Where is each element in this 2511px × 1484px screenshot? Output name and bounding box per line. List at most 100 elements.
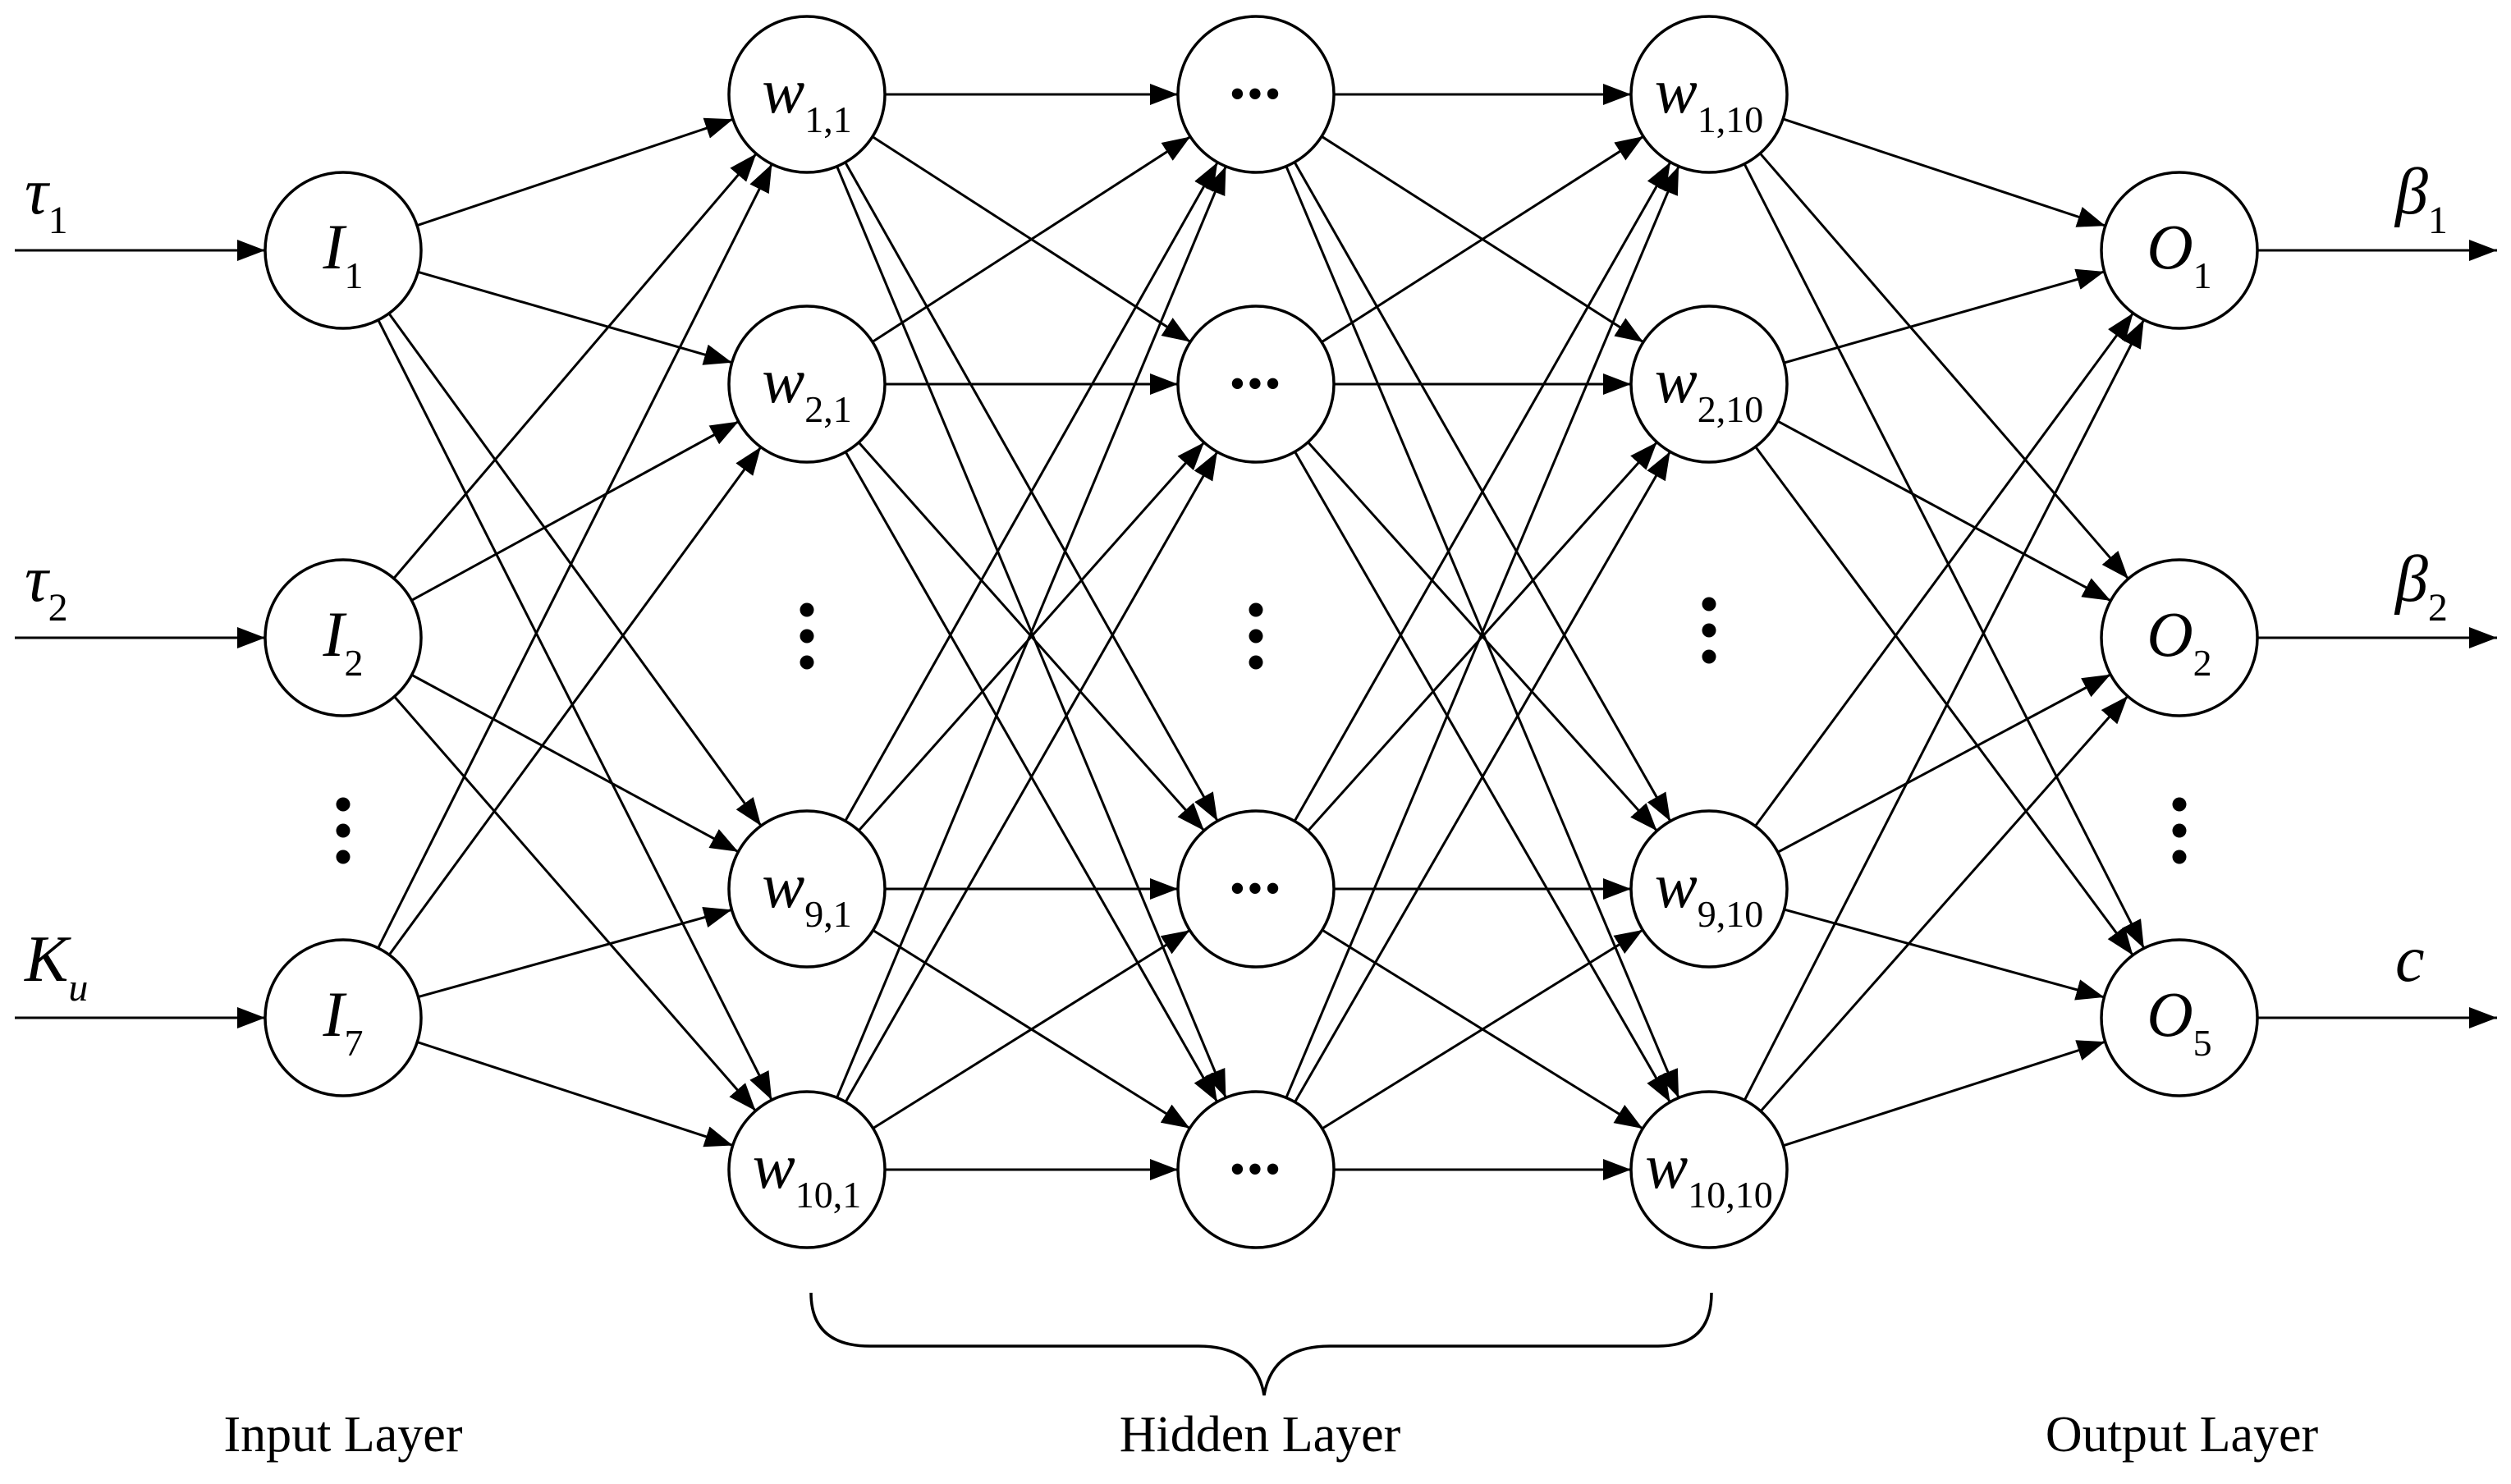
connection-line [417, 270, 733, 365]
vertical-ellipsis [800, 602, 814, 670]
input-label: τ1 [25, 156, 68, 242]
node-label: I1 [323, 211, 364, 296]
connection-line [1743, 163, 2146, 950]
hidden-node-col3: w10,10 [1629, 1090, 1789, 1249]
connection-line [1285, 165, 1680, 1099]
hidden-node-col2: ••• [1176, 1090, 1336, 1249]
connection-line [1776, 419, 2112, 602]
connection-line [387, 312, 763, 827]
connection-line [416, 1041, 734, 1147]
vertical-ellipsis [2172, 797, 2187, 864]
output-label: β2 [2394, 543, 2448, 630]
hidden-node-col3: w2,10 [1629, 305, 1789, 464]
node-circle [2100, 171, 2259, 330]
node-circle [727, 305, 887, 464]
node-circle [1176, 15, 1336, 174]
connection-line [1782, 117, 2106, 227]
hidden-node-col1: w1,1 [727, 15, 887, 174]
node-circle [263, 938, 423, 1097]
node-circle [1176, 1090, 1336, 1249]
node-label: w9,10 [1655, 850, 1764, 935]
node-label: ••• [1230, 359, 1283, 410]
node-label: w2,1 [762, 345, 852, 430]
node-circle [727, 1090, 887, 1249]
node-circle [263, 558, 423, 717]
connection-line [1782, 1040, 2106, 1147]
node-label: w1,10 [1655, 55, 1764, 140]
connection-line [410, 673, 740, 854]
hidden-node-col2: ••• [1176, 809, 1336, 969]
input-layer-label: Input Layer [224, 1407, 463, 1463]
connection-line [872, 929, 1191, 1129]
connection-line [1777, 673, 2111, 854]
node-circle [263, 171, 423, 330]
connection-line [844, 451, 1219, 1103]
connection-line [1743, 318, 2146, 1102]
vertical-ellipsis [1249, 602, 1263, 670]
connection-line [1759, 152, 2129, 580]
connection-line [1754, 446, 2134, 956]
connection-line [377, 319, 773, 1101]
connection-line [1759, 695, 2129, 1112]
input-node: I7 [263, 938, 423, 1097]
node-circle [1629, 809, 1789, 969]
connection-line [1321, 135, 1644, 344]
connection-line [1294, 451, 1671, 1103]
connection-line [1321, 928, 1644, 1130]
connection-line [1783, 268, 2105, 364]
node-label: w1,1 [762, 55, 852, 140]
output-node: O2 [2100, 558, 2259, 717]
hidden-node-col2: ••• [1176, 305, 1336, 464]
hidden-node-col1: w2,1 [727, 305, 887, 464]
node-circle [1629, 305, 1789, 464]
hidden-node-col2: ••• [1176, 15, 1336, 174]
node-label: ••• [1230, 1144, 1283, 1195]
connection-line [858, 441, 1205, 832]
input-node: I2 [263, 558, 423, 717]
connection-line [1754, 312, 2134, 827]
node-label: ••• [1230, 863, 1283, 914]
hidden-layer-label: Hidden Layer [1120, 1407, 1401, 1463]
output-label: β1 [2394, 156, 2448, 242]
node-label: O2 [2147, 598, 2211, 684]
hidden-node-col1: w9,1 [727, 809, 887, 969]
connection-line [1307, 441, 1658, 832]
input-node: I1 [263, 171, 423, 330]
node-label: w10,1 [753, 1130, 862, 1216]
connection-line [1784, 908, 2105, 1001]
node-circle [727, 15, 887, 174]
connection-lines [377, 84, 2146, 1180]
node-label: ••• [1230, 69, 1283, 120]
node-circle [1629, 1090, 1789, 1249]
output-layer-label: Output Layer [2046, 1407, 2319, 1463]
connection-line [393, 695, 757, 1112]
vertical-ellipsis [336, 797, 351, 864]
output-label: c [2395, 923, 2425, 996]
connection-line [410, 420, 740, 602]
output-node: O1 [2100, 171, 2259, 330]
connection-line [416, 117, 734, 227]
hidden-node-col3: w9,10 [1629, 809, 1789, 969]
node-circle [1629, 15, 1789, 174]
output-node: O5 [2100, 938, 2259, 1097]
input-label: τ2 [25, 543, 68, 630]
curly-brace [809, 1292, 1713, 1396]
node-circle [2100, 938, 2259, 1097]
node-circle [2100, 558, 2259, 717]
node-label: O1 [2147, 211, 2211, 296]
node-label: I2 [323, 598, 364, 684]
connection-line [377, 163, 773, 949]
layer-labels: Input Layer Hidden Layer Output Layer [224, 1407, 2319, 1463]
io-arrows [15, 240, 2497, 1028]
node-label: I7 [323, 978, 364, 1064]
connection-line [392, 153, 758, 579]
connection-line [836, 166, 1227, 1098]
connection-line [418, 907, 732, 999]
hidden-layer-brace [809, 1292, 1713, 1396]
hidden-node-col1: w10,1 [727, 1090, 887, 1249]
ellipsis-markers [336, 597, 2187, 864]
